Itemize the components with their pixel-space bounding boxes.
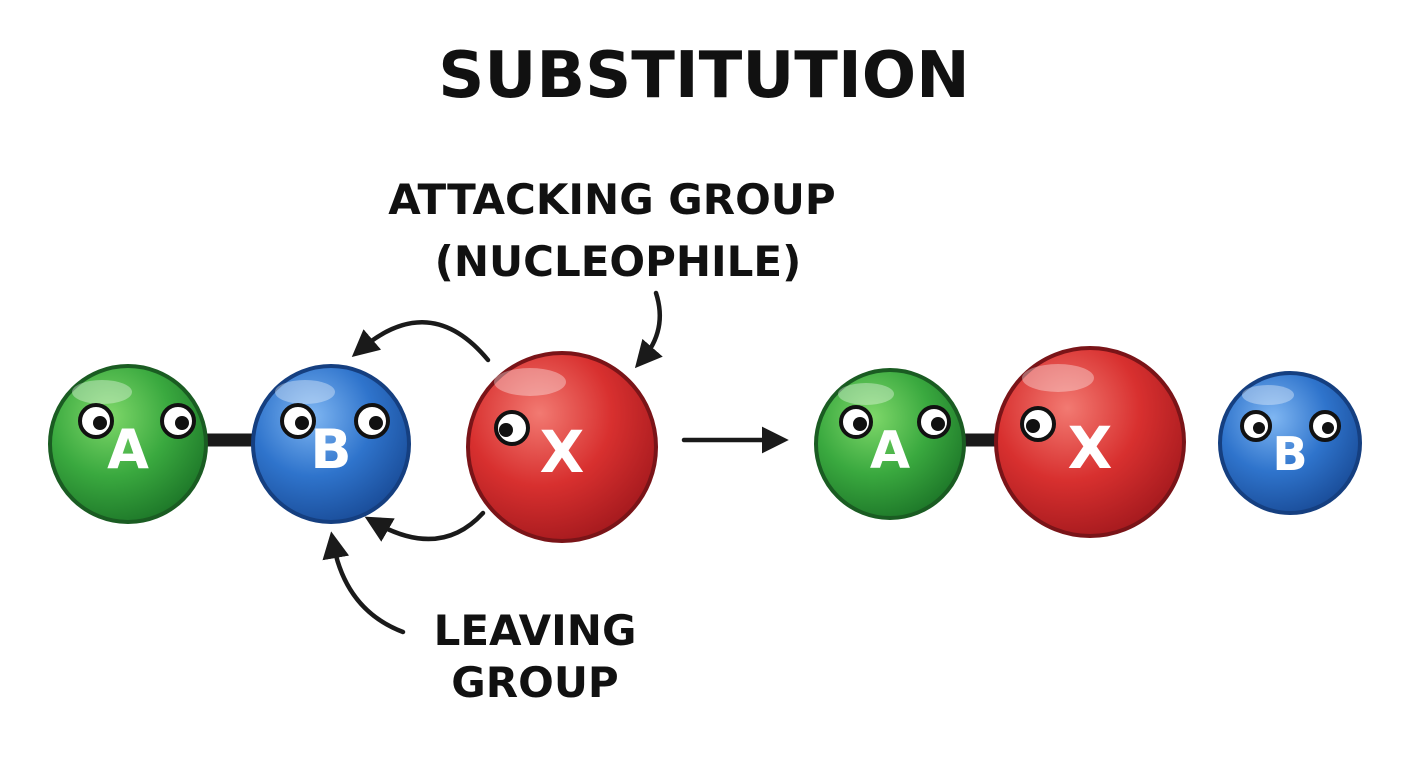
reactant-atom-a: A	[48, 364, 208, 524]
eye-left	[280, 403, 316, 439]
nucleophile-attack-arrow	[351, 320, 491, 363]
product-atom-a: A	[814, 368, 966, 520]
leaving-group-label: LEAVING GROUP	[434, 606, 637, 707]
atom-letter-a: A	[107, 418, 149, 481]
bond-break-arrow	[364, 510, 486, 542]
eye-left	[1020, 406, 1056, 442]
eye-left	[78, 403, 114, 439]
atom-letter-x: X	[1068, 414, 1113, 482]
eye-left	[839, 405, 873, 439]
product-atom-x: X	[994, 346, 1186, 538]
reactant-atom-x: X	[466, 351, 658, 543]
atom-letter-x: X	[540, 418, 585, 486]
eye-left	[1240, 410, 1272, 442]
page-title: SUBSTITUTION	[438, 39, 969, 113]
attacking-group-line2: (NUCLEOPHILE)	[435, 237, 802, 286]
attacking-group-line1: ATTACKING GROUP	[388, 175, 835, 224]
eye-right	[1309, 410, 1341, 442]
atom-letter-b: B	[310, 418, 351, 481]
product-atom-b: B	[1218, 371, 1362, 515]
atom-letter-b: B	[1272, 427, 1307, 481]
atom-letter-a: A	[870, 421, 910, 481]
attacking-group-label: ATTACKING GROUP (NUCLEOPHILE)	[388, 175, 835, 286]
reactant-atom-b: B	[251, 364, 411, 524]
leaving-group-line2: GROUP	[451, 658, 618, 707]
leaving-group-line1: LEAVING	[434, 606, 637, 655]
eye-right	[354, 403, 390, 439]
eye-right	[160, 403, 196, 439]
nucleophile-label-arrow	[634, 290, 663, 369]
eye-right	[917, 405, 951, 439]
eye-left	[494, 410, 530, 446]
leaving-group-label-arrow	[322, 531, 406, 635]
